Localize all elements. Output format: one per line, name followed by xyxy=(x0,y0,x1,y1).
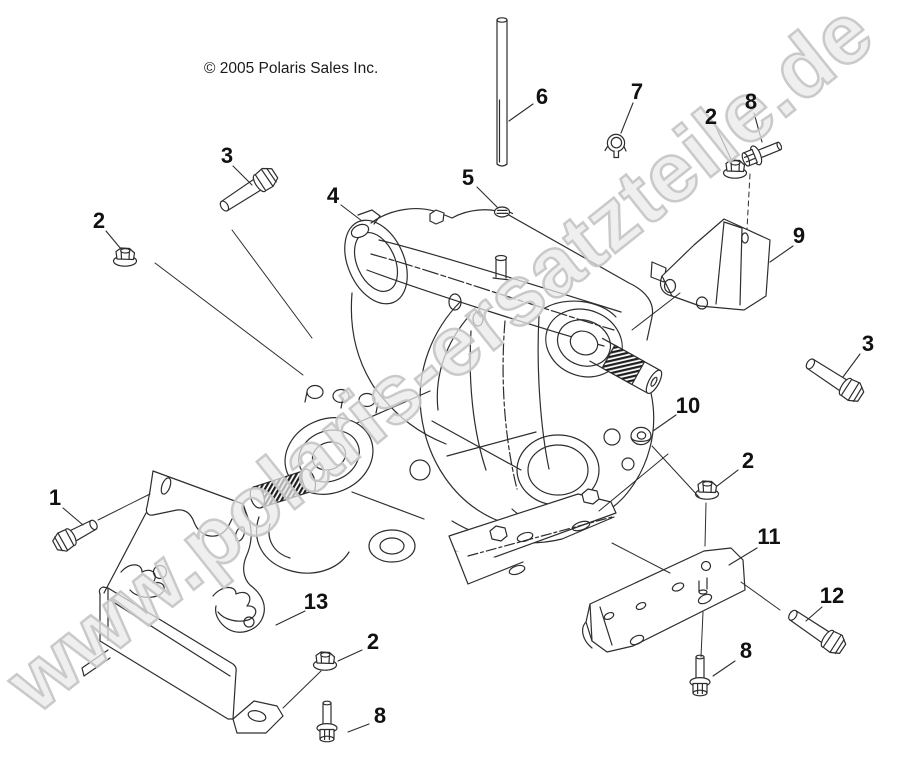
bolt-8-bottom-drawing xyxy=(316,700,338,743)
output-shaft-right xyxy=(589,337,663,395)
bolt-3-topleft-drawing xyxy=(214,163,281,217)
bracket-11-drawing xyxy=(582,547,746,653)
clamp-7-drawing xyxy=(604,133,627,159)
bracket-13-drawing xyxy=(81,470,284,734)
nut-2-topright-drawing xyxy=(722,159,748,179)
mount-plate-drawing xyxy=(448,488,617,585)
screw-10-drawing xyxy=(630,426,652,446)
nut-2-bottom-drawing xyxy=(312,651,338,671)
copyright-text: © 2005 Polaris Sales Inc. xyxy=(204,60,379,77)
gearcase-drawing xyxy=(249,208,667,574)
bolt-3-right-drawing xyxy=(801,352,868,406)
association-lines xyxy=(97,173,781,709)
bolt-8-right-drawing xyxy=(689,654,711,697)
leader-lines xyxy=(62,102,861,733)
vent-tube-drawing xyxy=(496,17,508,167)
nut-2-left-drawing xyxy=(112,247,138,267)
output-shaft-front xyxy=(249,468,317,509)
bolt-1-drawing xyxy=(50,514,102,556)
bracket-9-drawing xyxy=(659,218,771,311)
